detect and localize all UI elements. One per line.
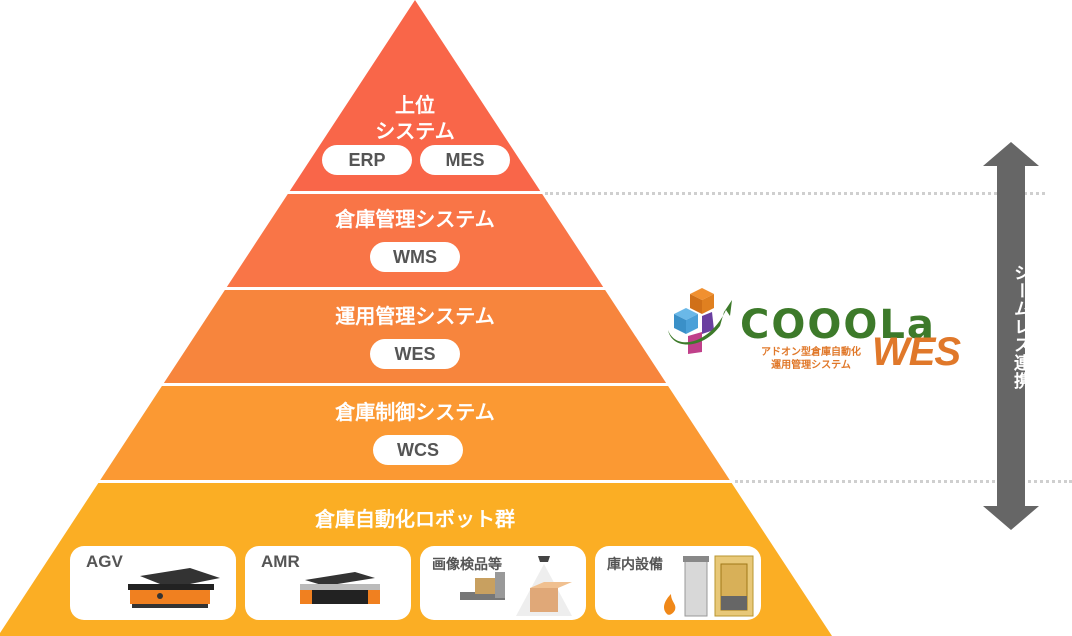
amr-robot-icon <box>300 572 380 604</box>
tier-title-wcs: 倉庫制御システム <box>335 400 495 424</box>
tag-wcs: WCS <box>373 435 463 465</box>
tag-wes: WES <box>370 339 460 369</box>
image-inspection-icon <box>460 556 572 616</box>
tier-upper-system <box>289 0 541 191</box>
tag-mes: MES <box>420 145 510 175</box>
agv-robot-icon <box>128 568 220 608</box>
tier-wes <box>163 290 667 383</box>
warehouse-equipment-icon <box>664 555 754 617</box>
dotted-guide-top <box>545 192 1045 195</box>
robot-card-inspection: 画像検品等 <box>420 546 586 620</box>
dotted-guide-bottom <box>735 480 1072 483</box>
cooola-logo-mark <box>668 288 732 354</box>
tier-title-upper-system: 上位 システム <box>375 93 455 143</box>
robot-card-label: AMR <box>261 552 300 571</box>
tag-erp: ERP <box>322 145 412 175</box>
logo-product-wes: WES <box>872 330 961 374</box>
tier-title-wms: 倉庫管理システム <box>335 207 495 231</box>
tier-wcs <box>100 386 730 480</box>
robot-card-label: AGV <box>86 552 123 571</box>
robot-card-label: 画像検品等 <box>432 557 502 573</box>
tag-wms: WMS <box>370 242 460 272</box>
logo-subtitle-line1: アドオン型倉庫自動化 <box>761 347 861 358</box>
robot-card-equipment: 庫内設備 <box>595 546 761 620</box>
robot-card-agv: AGV <box>70 546 236 620</box>
robot-card-label: 庫内設備 <box>607 557 663 573</box>
tier-title-wes: 運用管理システム <box>335 304 495 328</box>
tier-wms <box>226 194 604 287</box>
robot-card-amr: AMR <box>245 546 411 620</box>
logo-wordmark: COOOLa <box>740 302 936 348</box>
tier-title-robots: 倉庫自動化ロボット群 <box>315 507 515 531</box>
double-arrow-icon <box>983 142 1039 530</box>
seamless-integration-label: シームレス連携 <box>1010 264 1030 390</box>
logo-subtitle-line2: 運用管理システム <box>771 360 851 371</box>
